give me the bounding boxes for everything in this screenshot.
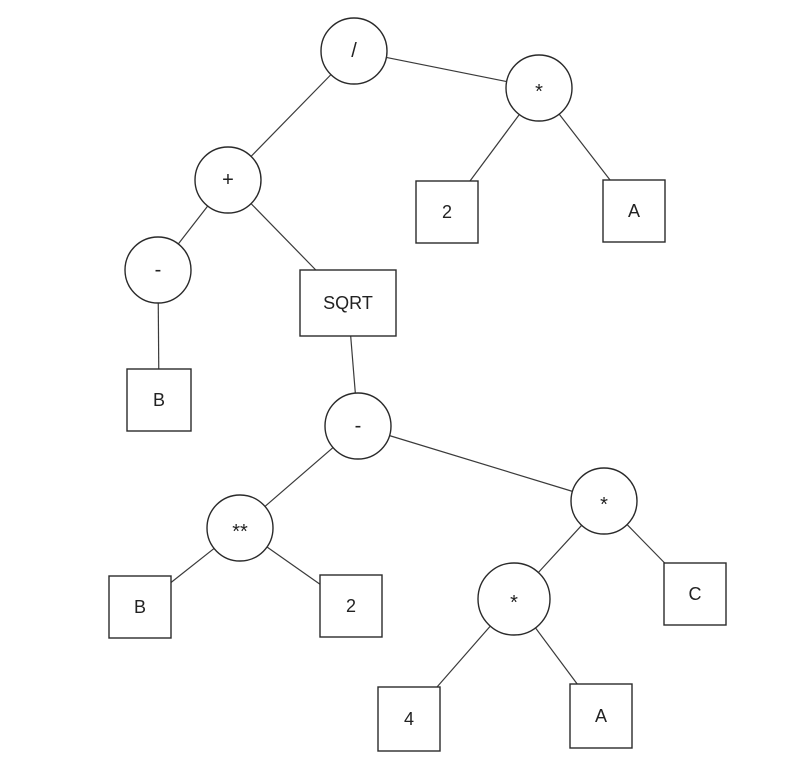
tree-edge [386,56,507,83]
node-label: SQRT [323,293,373,313]
node-label: * [600,494,608,516]
tree-edge [469,114,520,182]
tree-edge [436,625,491,688]
operator-node-multiply: * [505,54,573,122]
node-label: ** [232,521,248,543]
tree-edge [157,302,160,370]
node-circle [324,392,392,460]
node-box [319,574,383,638]
node-box [569,683,633,749]
node-circle [194,146,262,214]
operator-node-minus: - [324,392,392,460]
node-label: B [134,597,146,617]
operand-node-a: A [602,179,666,243]
node-circle [505,54,573,122]
tree-edge [250,74,332,157]
tree-edge [537,524,583,573]
node-label: + [222,169,234,191]
tree-edge [177,205,209,245]
operand-node-b: B [126,368,192,432]
operator-node-minus: - [124,236,192,304]
operand-node-a: A [569,683,633,749]
operator-node-multiply: * [477,562,551,636]
tree-edge [266,546,321,585]
operand-node-b: B [108,575,172,639]
operator-node-power: ** [206,494,274,562]
node-box [299,269,397,337]
node-label: 2 [346,596,356,616]
node-label: 2 [442,202,452,222]
node-label: - [155,259,162,281]
node-box [108,575,172,639]
operand-node-2: 2 [319,574,383,638]
node-box [415,180,479,244]
tree-edge [350,335,356,394]
node-circle [570,467,638,535]
node-circle [206,494,274,562]
node-label: B [153,390,165,410]
node-label: - [355,415,362,437]
node-box [377,686,441,752]
node-label: * [510,592,518,614]
operator-node-multiply: * [570,467,638,535]
node-circle [320,17,388,85]
tree-edge [558,113,611,181]
node-label: / [351,40,357,62]
operand-node-4: 4 [377,686,441,752]
tree-edge [626,524,666,564]
node-circle [477,562,551,636]
node-label: 4 [404,709,414,729]
node-label: A [628,201,640,221]
node-circle [124,236,192,304]
operator-node-divide: / [320,17,388,85]
node-label: * [535,81,543,103]
edges-layer [157,56,666,688]
tree-edge [389,435,573,492]
node-box [602,179,666,243]
operator-node-plus: + [194,146,262,214]
tree-edge [250,203,317,271]
node-label: C [689,584,702,604]
node-box [663,562,727,626]
tree-edge [264,447,334,507]
operand-node-c: C [663,562,727,626]
operand-node-2: 2 [415,180,479,244]
operand-node-sqrt: SQRT [299,269,397,337]
tree-edge [170,547,215,583]
tree-edge [534,627,578,685]
node-label: A [595,706,607,726]
node-box [126,368,192,432]
